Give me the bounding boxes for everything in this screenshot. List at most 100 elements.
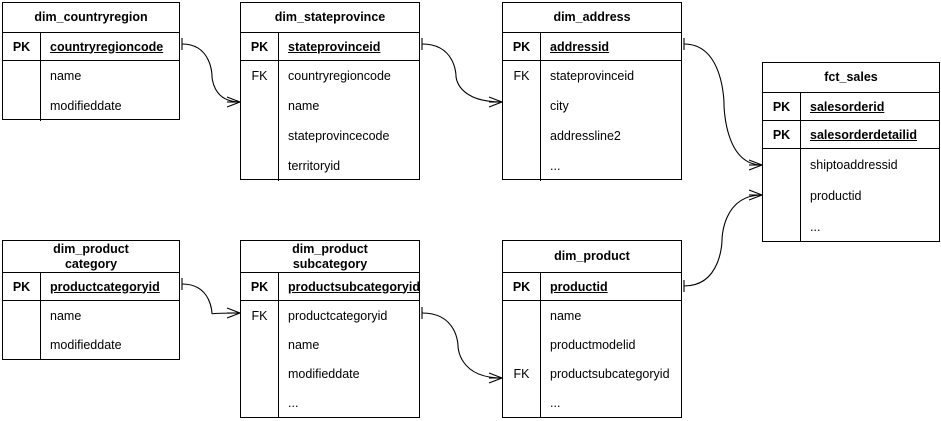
attribute-row[interactable]: addressline2 (503, 121, 681, 151)
attribute-row[interactable]: FK productsubcategoryid (503, 359, 681, 388)
fk-marker: FK (503, 359, 541, 388)
attribute-row[interactable]: PK salesorderdetailid (763, 121, 939, 149)
attribute-name: productid (810, 188, 862, 203)
key-cell-empty (503, 91, 541, 121)
attribute-row[interactable]: PK addressid (503, 33, 681, 61)
cardinality-many-crowsfoot (748, 164, 763, 171)
relationship-productcategory-to-subcategory[interactable] (181, 278, 241, 319)
attribute-name: name (288, 337, 320, 352)
pk-marker: PK (3, 273, 41, 300)
pk-marker: PK (241, 273, 279, 300)
attribute-name: salesorderdetailid (810, 127, 917, 142)
key-cell-empty (503, 301, 541, 330)
attribute-name: name (50, 308, 82, 323)
attribute-name: stateprovinceid (550, 69, 635, 83)
attribute-name: productcategoryid (288, 308, 388, 323)
cardinality-many-crowsfoot (488, 101, 503, 108)
attribute-row[interactable]: ... (503, 151, 681, 181)
attribute-row[interactable]: PK productcategoryid (3, 273, 179, 301)
pk-marker: PK (241, 33, 279, 60)
attribute-row[interactable]: modifieddate (3, 330, 179, 359)
attribute-row[interactable]: modifieddate (3, 91, 179, 121)
relationship-address-to-sales[interactable] (683, 38, 763, 171)
attribute-name: ... (810, 219, 821, 234)
attribute-row[interactable]: productid (763, 180, 939, 211)
attribute-name: ... (550, 395, 561, 410)
pk-marker: PK (3, 33, 41, 60)
key-cell-empty (241, 388, 279, 417)
attribute-row[interactable]: name (241, 330, 419, 359)
attribute-name: modifieddate (50, 337, 122, 352)
fk-marker: FK (503, 61, 541, 91)
entity-title: dim_product category (3, 241, 179, 273)
cardinality-many-crowsfoot (748, 189, 763, 196)
entity-title: dim_address (503, 3, 681, 33)
relationship-countryregion-to-stateprovince[interactable] (181, 38, 241, 108)
attribute-row[interactable]: territoryid (241, 151, 419, 181)
relationship-line (421, 312, 503, 379)
attribute-row[interactable]: ... (241, 388, 419, 417)
attribute-name: productcategoryid (50, 279, 160, 294)
attribute-row[interactable]: FK stateprovinceid (503, 61, 681, 91)
attribute-name: shiptoaddressid (810, 157, 898, 172)
attribute-name: ... (288, 395, 299, 410)
attribute-row[interactable]: ... (503, 388, 681, 417)
attribute-row[interactable]: productmodelid (503, 330, 681, 359)
relationship-line (421, 43, 503, 103)
pk-marker: PK (503, 33, 541, 60)
cardinality-many-crowsfoot (226, 96, 241, 103)
relationship-subcategory-to-product[interactable] (421, 307, 503, 384)
attribute-row[interactable]: stateprovincecode (241, 121, 419, 151)
attribute-row[interactable]: ... (763, 211, 939, 242)
attribute-row[interactable]: city (503, 91, 681, 121)
pk-marker: PK (763, 121, 801, 148)
attribute-row[interactable]: modifieddate (241, 359, 419, 388)
cardinality-many-crowsfoot (748, 194, 763, 201)
attribute-row[interactable]: PK productsubcategoryid (241, 273, 420, 301)
entity-title: dim_product subcategory (241, 241, 419, 273)
attribute-row[interactable]: name (3, 61, 179, 91)
relationship-line (683, 194, 763, 287)
attribute-name: productmodelid (550, 337, 636, 352)
key-cell-empty (503, 151, 541, 181)
attribute-name: territoryid (288, 159, 341, 173)
attribute-name: modifieddate (288, 366, 360, 381)
key-cell-empty (3, 301, 41, 330)
attribute-name: ... (550, 159, 561, 173)
key-cell-empty (763, 149, 801, 180)
attribute-row[interactable]: name (241, 91, 419, 121)
attribute-row[interactable]: shiptoaddressid (763, 149, 939, 180)
attribute-name: countryregioncode (50, 39, 164, 54)
cardinality-many-crowsfoot (226, 312, 241, 319)
cardinality-many-crowsfoot (488, 372, 503, 379)
key-cell-empty (3, 91, 41, 121)
cardinality-many-crowsfoot (226, 101, 241, 108)
relationship-product-to-sales[interactable] (683, 189, 763, 292)
attribute-name: productsubcategoryid (288, 279, 420, 294)
cardinality-many-crowsfoot (226, 307, 241, 314)
entity-title: dim_product (503, 241, 681, 273)
cardinality-many-crowsfoot (488, 377, 503, 384)
key-cell-empty (3, 61, 41, 91)
attribute-name: productsubcategoryid (550, 366, 670, 381)
attribute-name: addressid (550, 39, 610, 54)
key-cell-empty (241, 330, 279, 359)
attribute-row[interactable]: PK countryregioncode (3, 33, 179, 61)
pk-marker: PK (503, 273, 541, 300)
attribute-row[interactable]: name (503, 301, 681, 330)
relationship-stateprovince-to-address[interactable] (421, 38, 503, 108)
attribute-row[interactable]: name (3, 301, 179, 330)
attribute-name: name (288, 99, 320, 113)
